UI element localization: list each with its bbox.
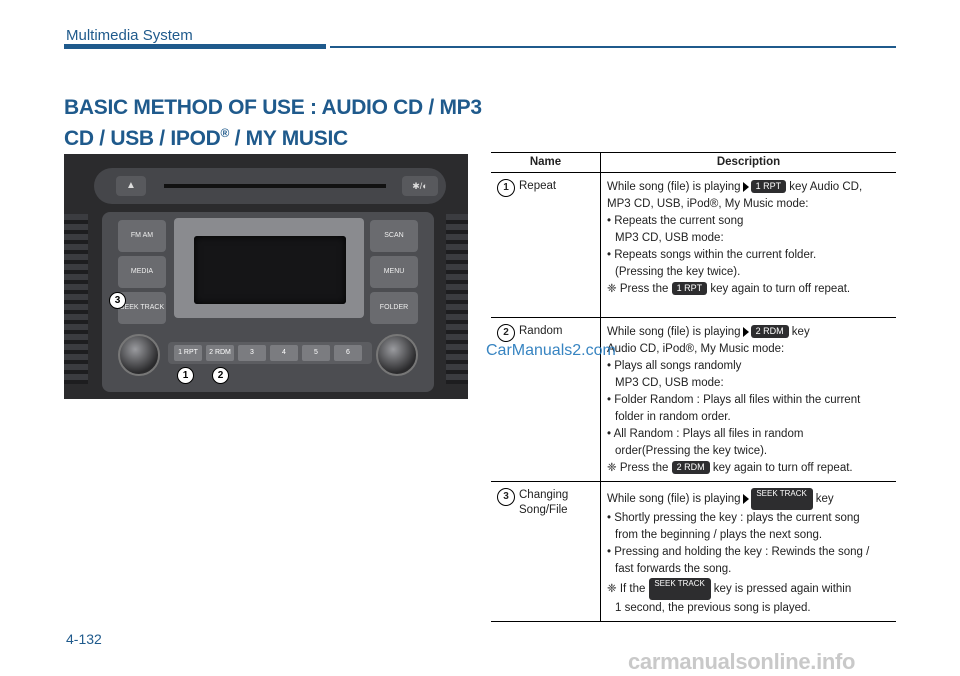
cd-slot (164, 184, 386, 188)
random-icon: ✱/◐ (402, 176, 438, 196)
play-icon (742, 494, 749, 504)
tune-knob (376, 334, 418, 376)
section-title: Multimedia System (66, 27, 193, 44)
callout-1: 1 (177, 367, 194, 384)
preset-6: 6 (334, 345, 362, 361)
col-description-header: Description (600, 152, 896, 173)
row-name-cell: 1 Repeat (491, 172, 601, 318)
eject-icon: ▲ (116, 176, 146, 196)
audio-unit-photo: ▲ ✱/◐ FM AM MEDIA SEEK TRACK SCAN MENU F… (64, 154, 468, 399)
seek-track-button: SEEK TRACK (118, 292, 166, 324)
display-screen (194, 236, 346, 304)
row-name: Random (519, 325, 563, 337)
seek-key-badge: SEEK TRACK (750, 488, 813, 510)
right-vent (446, 214, 468, 384)
row-number: 2 (497, 324, 515, 342)
row-name: Changing Song/File (519, 489, 569, 516)
table-header-row: Name Description (491, 152, 896, 173)
preset-5: 5 (302, 345, 330, 361)
key-badge: 2 RDM (750, 325, 789, 339)
section-rule-light (330, 46, 896, 48)
key-badge: 2 RDM (671, 461, 710, 475)
scan-button: SCAN (370, 220, 418, 252)
key-badge: 1 RPT (671, 282, 708, 296)
preset-3: 3 (238, 345, 266, 361)
footer-watermark: carmanualsonline.info (628, 649, 856, 674)
function-table: Name Description 1 Repeat While song (fil… (491, 152, 896, 622)
watermark: CarManuals2.com (486, 342, 616, 359)
callout-2: 2 (212, 367, 229, 384)
main-heading: BASIC METHOD OF USE : AUDIO CD / MP3 CD … (64, 92, 484, 154)
preset-1-rpt: 1 RPT (174, 345, 202, 361)
key-badge: 1 RPT (750, 180, 787, 194)
preset-2-rdm: 2 RDM (206, 345, 234, 361)
row-number: 3 (497, 488, 515, 506)
col-name-header: Name (491, 152, 601, 173)
row-name: Repeat (519, 180, 557, 192)
heading-line2: CD / USB / IPOD® / MY MUSIC (64, 126, 348, 150)
menu-button: MENU (370, 256, 418, 288)
section-rule-dark (64, 44, 326, 49)
preset-row: 1 RPT 2 RDM 3 4 5 6 (168, 342, 372, 364)
heading-line1: BASIC METHOD OF USE : AUDIO CD / MP3 (64, 96, 482, 119)
row-name-cell: 2 Random (491, 317, 601, 482)
left-vent (64, 214, 88, 384)
preset-4: 4 (270, 345, 298, 361)
row-number: 1 (497, 179, 515, 197)
power-volume-knob (118, 334, 160, 376)
media-button: MEDIA (118, 256, 166, 288)
play-icon (742, 326, 749, 337)
callout-3: 3 (109, 292, 126, 309)
seek-key-badge: SEEK TRACK (648, 578, 711, 600)
control-panel: FM AM MEDIA SEEK TRACK SCAN MENU FOLDER … (102, 212, 434, 392)
fm-am-button: FM AM (118, 220, 166, 252)
folder-button: FOLDER (370, 292, 418, 324)
play-icon (742, 181, 749, 192)
page-number: 4-132 (66, 631, 102, 647)
